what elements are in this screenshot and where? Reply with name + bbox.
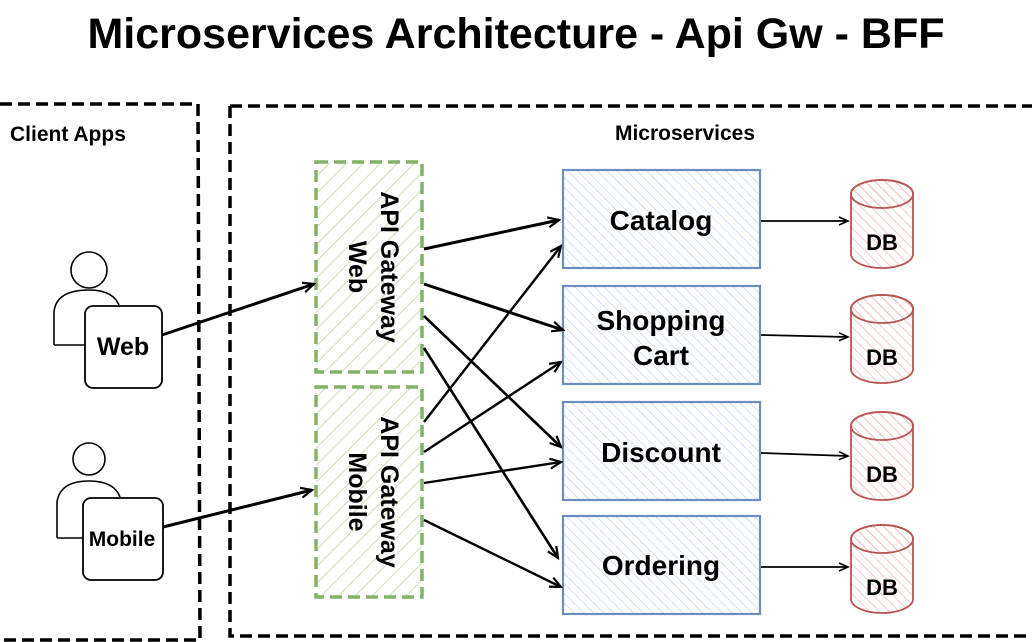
- web-client-box: [84, 305, 163, 389]
- database-db-discount[interactable]: DB: [850, 411, 914, 501]
- database-top: [850, 524, 914, 554]
- edge-shopping-cart-to-db: [760, 332, 850, 342]
- database-label: DB: [866, 345, 898, 370]
- edge-gw-web-to-catalog: [423, 220, 559, 251]
- database-label: DB: [866, 462, 898, 487]
- database-top: [850, 179, 914, 209]
- edge-gw-mobile-to-shopping-cart: [423, 362, 561, 454]
- edges: [161, 216, 850, 587]
- edge-discount-to-db: [760, 450, 850, 461]
- gateway-mobile-title: API Gateway: [375, 416, 403, 568]
- diagram-title: Microservices Architecture - Api Gw - BF…: [87, 10, 944, 58]
- gateway-mobile-subtitle: Mobile: [343, 452, 371, 531]
- edge-gw-mobile-to-ordering: [423, 518, 561, 587]
- client-apps-label: Client Apps: [10, 123, 126, 146]
- microservices-label: Microservices: [615, 122, 755, 145]
- database-top: [850, 294, 914, 324]
- edge-gw-web-to-discount: [423, 315, 561, 447]
- gateway-web-subtitle: Web: [343, 241, 371, 293]
- gateway-mobile[interactable]: API Gateway Mobile: [314, 385, 424, 599]
- service-ordering-label: Ordering: [602, 550, 720, 581]
- service-shopping-cart-label-1: Shopping: [596, 305, 725, 336]
- service-discount-label: Discount: [601, 437, 721, 468]
- database-top: [850, 411, 914, 441]
- edge-gw-mobile-to-catalog: [423, 246, 561, 423]
- edge-gw-web-to-ordering: [422, 347, 558, 558]
- microservices-group: [228, 104, 1032, 638]
- edge-mobile-to-gateway: [162, 490, 312, 529]
- client-web[interactable]: Web: [53, 251, 163, 389]
- client-apps-group: [0, 102, 202, 642]
- edge-web-to-gateway: [161, 284, 314, 337]
- service-shopping-cart-label-2: Cart: [633, 340, 689, 371]
- client-mobile[interactable]: Mobile: [56, 442, 164, 581]
- edge-gw-mobile-to-discount: [423, 462, 561, 485]
- service-catalog[interactable]: Catalog: [561, 168, 762, 270]
- mobile-client-box: [82, 497, 164, 581]
- database-db-catalog[interactable]: DB: [850, 179, 914, 269]
- gateway-web-title: API Gateway: [375, 191, 403, 343]
- database-label: DB: [866, 575, 898, 600]
- database-db-ordering[interactable]: DB: [850, 524, 914, 614]
- database-label: DB: [866, 230, 898, 255]
- edge-gw-web-to-shopping-cart: [423, 282, 563, 330]
- gateway-web[interactable]: API Gateway Web: [314, 160, 424, 374]
- mobile-client-label: Mobile: [89, 528, 156, 551]
- user-icon: [53, 251, 121, 346]
- service-catalog-label: Catalog: [610, 205, 713, 236]
- service-discount[interactable]: Discount: [561, 400, 762, 502]
- web-client-label: Web: [97, 333, 149, 361]
- service-ordering[interactable]: Ordering: [561, 514, 762, 616]
- user-icon: [56, 442, 121, 539]
- service-shopping-cart[interactable]: Shopping Cart: [561, 284, 762, 386]
- database-db-shopping-cart[interactable]: DB: [850, 294, 914, 384]
